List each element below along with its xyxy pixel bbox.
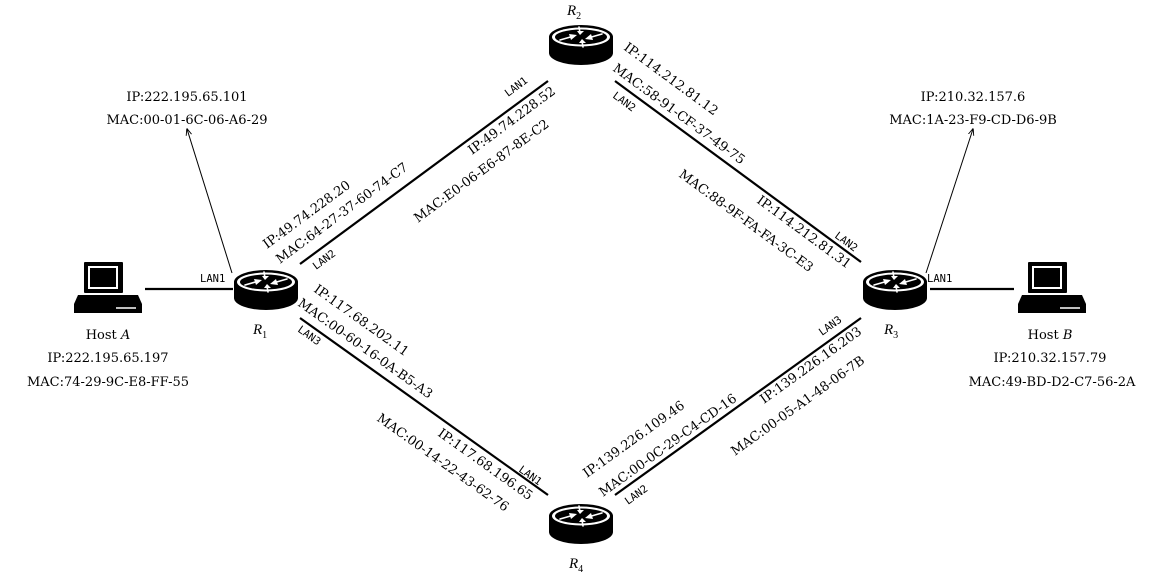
router-r2-icon [548, 24, 614, 66]
host-a-computer-icon [73, 261, 143, 314]
host-b-name: Host B [1028, 328, 1073, 343]
host-b-ip: IP:210.32.157.79 [994, 351, 1107, 366]
r1-lan1-mac: MAC:00-01-6C-06-A6-29 [106, 113, 267, 128]
link-r2-r3 [614, 80, 862, 263]
arrow-r3-info [925, 129, 973, 274]
host-a-mac: MAC:74-29-9C-E8-FF-55 [27, 375, 189, 390]
host-b-computer-icon [1017, 261, 1087, 314]
arrow-r1-info [187, 129, 233, 274]
router-r1-icon [233, 269, 299, 311]
link-r1-r2 [299, 80, 549, 265]
router-r3-label: R3 [883, 322, 898, 341]
router-r1-label: R1 [252, 322, 267, 341]
host-a-ip: IP:222.195.65.197 [47, 351, 168, 366]
link-r1-r4 [299, 317, 549, 496]
port-label-r1-lan2: LAN2 [311, 248, 338, 273]
port-label-r2-lan1: LAN1 [503, 75, 530, 100]
port-label-r3-lan1: LAN1 [927, 273, 952, 285]
router-r4-label: R4 [568, 556, 583, 575]
r3-lan1-mac: MAC:1A-23-F9-CD-D6-9B [889, 113, 1057, 128]
port-label-r1-lan3: LAN3 [295, 324, 323, 348]
r1-lan3-mac: MAC:00-60-16-0A-B5-A3 [295, 296, 435, 402]
router-r2-label: R2 [566, 3, 581, 22]
router-r4-icon [548, 503, 614, 545]
host-a-name: Host A [86, 328, 131, 343]
r3-lan1-ip: IP:210.32.157.6 [921, 90, 1026, 105]
link-r4-r3 [614, 317, 862, 496]
port-label-r1-lan1: LAN1 [200, 273, 225, 285]
host-b-mac: MAC:49-BD-D2-C7-56-2A [969, 375, 1136, 390]
r1-lan2-mac: MAC:64-27-37-60-74-C7 [273, 160, 411, 267]
router-r3-icon [862, 269, 928, 311]
r1-lan1-ip: IP:222.195.65.101 [126, 90, 247, 105]
